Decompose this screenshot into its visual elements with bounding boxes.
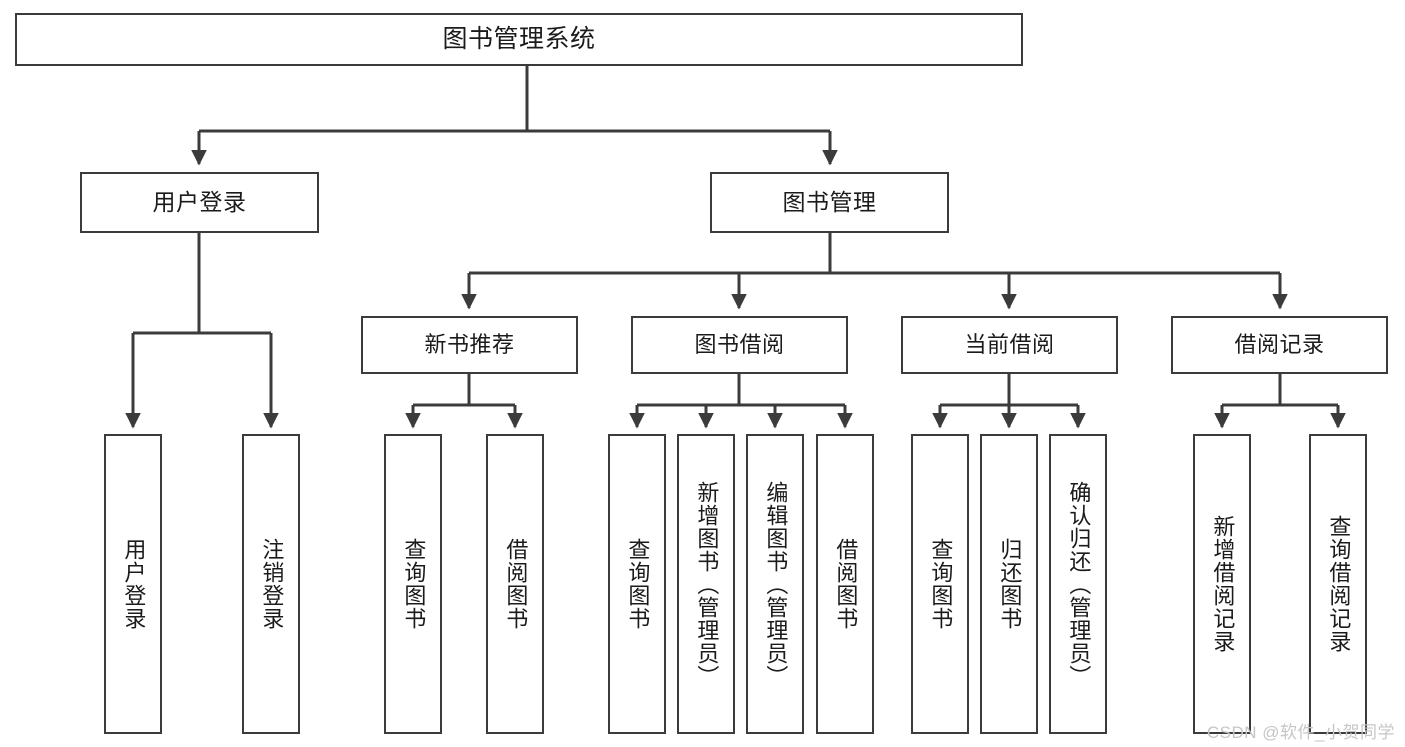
node-label: 用户登录 [152,188,247,215]
node-label: 新增图书（管理员） [694,480,720,688]
node-label: 查询图书 [928,538,954,630]
node-label: 用户登录 [121,538,147,630]
node-label: 查询图书 [401,538,427,630]
node-label: 查询借阅记录 [1326,515,1352,653]
node-label: 借阅记录 [1234,332,1325,358]
leaf-borrow-book-2[interactable]: 借阅图书 [816,434,874,734]
node-user-login[interactable]: 用户登录 [80,172,319,233]
leaf-confirm-return[interactable]: 确认归还（管理员） [1049,434,1107,734]
leaf-user-login[interactable]: 用户登录 [104,434,162,734]
node-label: 查询图书 [625,538,651,630]
leaf-return-book[interactable]: 归还图书 [980,434,1038,734]
leaf-borrow-book-1[interactable]: 借阅图书 [486,434,544,734]
node-borrow-record[interactable]: 借阅记录 [1171,316,1388,374]
csdn-watermark: CSDN @软件_小贺同学 [1206,723,1395,742]
node-label: 新增借阅记录 [1210,515,1236,653]
node-book-borrow[interactable]: 图书借阅 [631,316,848,374]
node-label: 编辑图书（管理员） [763,480,789,688]
leaf-logout-login[interactable]: 注销登录 [242,434,300,734]
leaf-add-record[interactable]: 新增借阅记录 [1193,434,1251,734]
leaf-query-book-2[interactable]: 查询图书 [608,434,666,734]
leaf-query-record[interactable]: 查询借阅记录 [1309,434,1367,734]
node-label: 归还图书 [997,538,1023,630]
node-label: 图书借阅 [694,332,785,358]
node-label: 图书管理系统 [442,24,596,53]
node-label: 注销登录 [259,538,285,630]
node-label: 当前借阅 [964,332,1055,358]
leaf-query-book-1[interactable]: 查询图书 [384,434,442,734]
node-book-manage[interactable]: 图书管理 [710,172,949,233]
leaf-query-book-3[interactable]: 查询图书 [911,434,969,734]
node-label: 借阅图书 [503,538,529,630]
node-new-book-rec[interactable]: 新书推荐 [361,316,578,374]
node-label: 图书管理 [782,188,877,215]
node-label: 确认归还（管理员） [1066,480,1092,688]
node-current-borrow[interactable]: 当前借阅 [901,316,1118,374]
node-label: 借阅图书 [833,538,859,630]
leaf-add-book[interactable]: 新增图书（管理员） [677,434,735,734]
leaf-edit-book[interactable]: 编辑图书（管理员） [746,434,804,734]
node-label: 新书推荐 [424,332,515,358]
node-root-system[interactable]: 图书管理系统 [15,13,1023,66]
